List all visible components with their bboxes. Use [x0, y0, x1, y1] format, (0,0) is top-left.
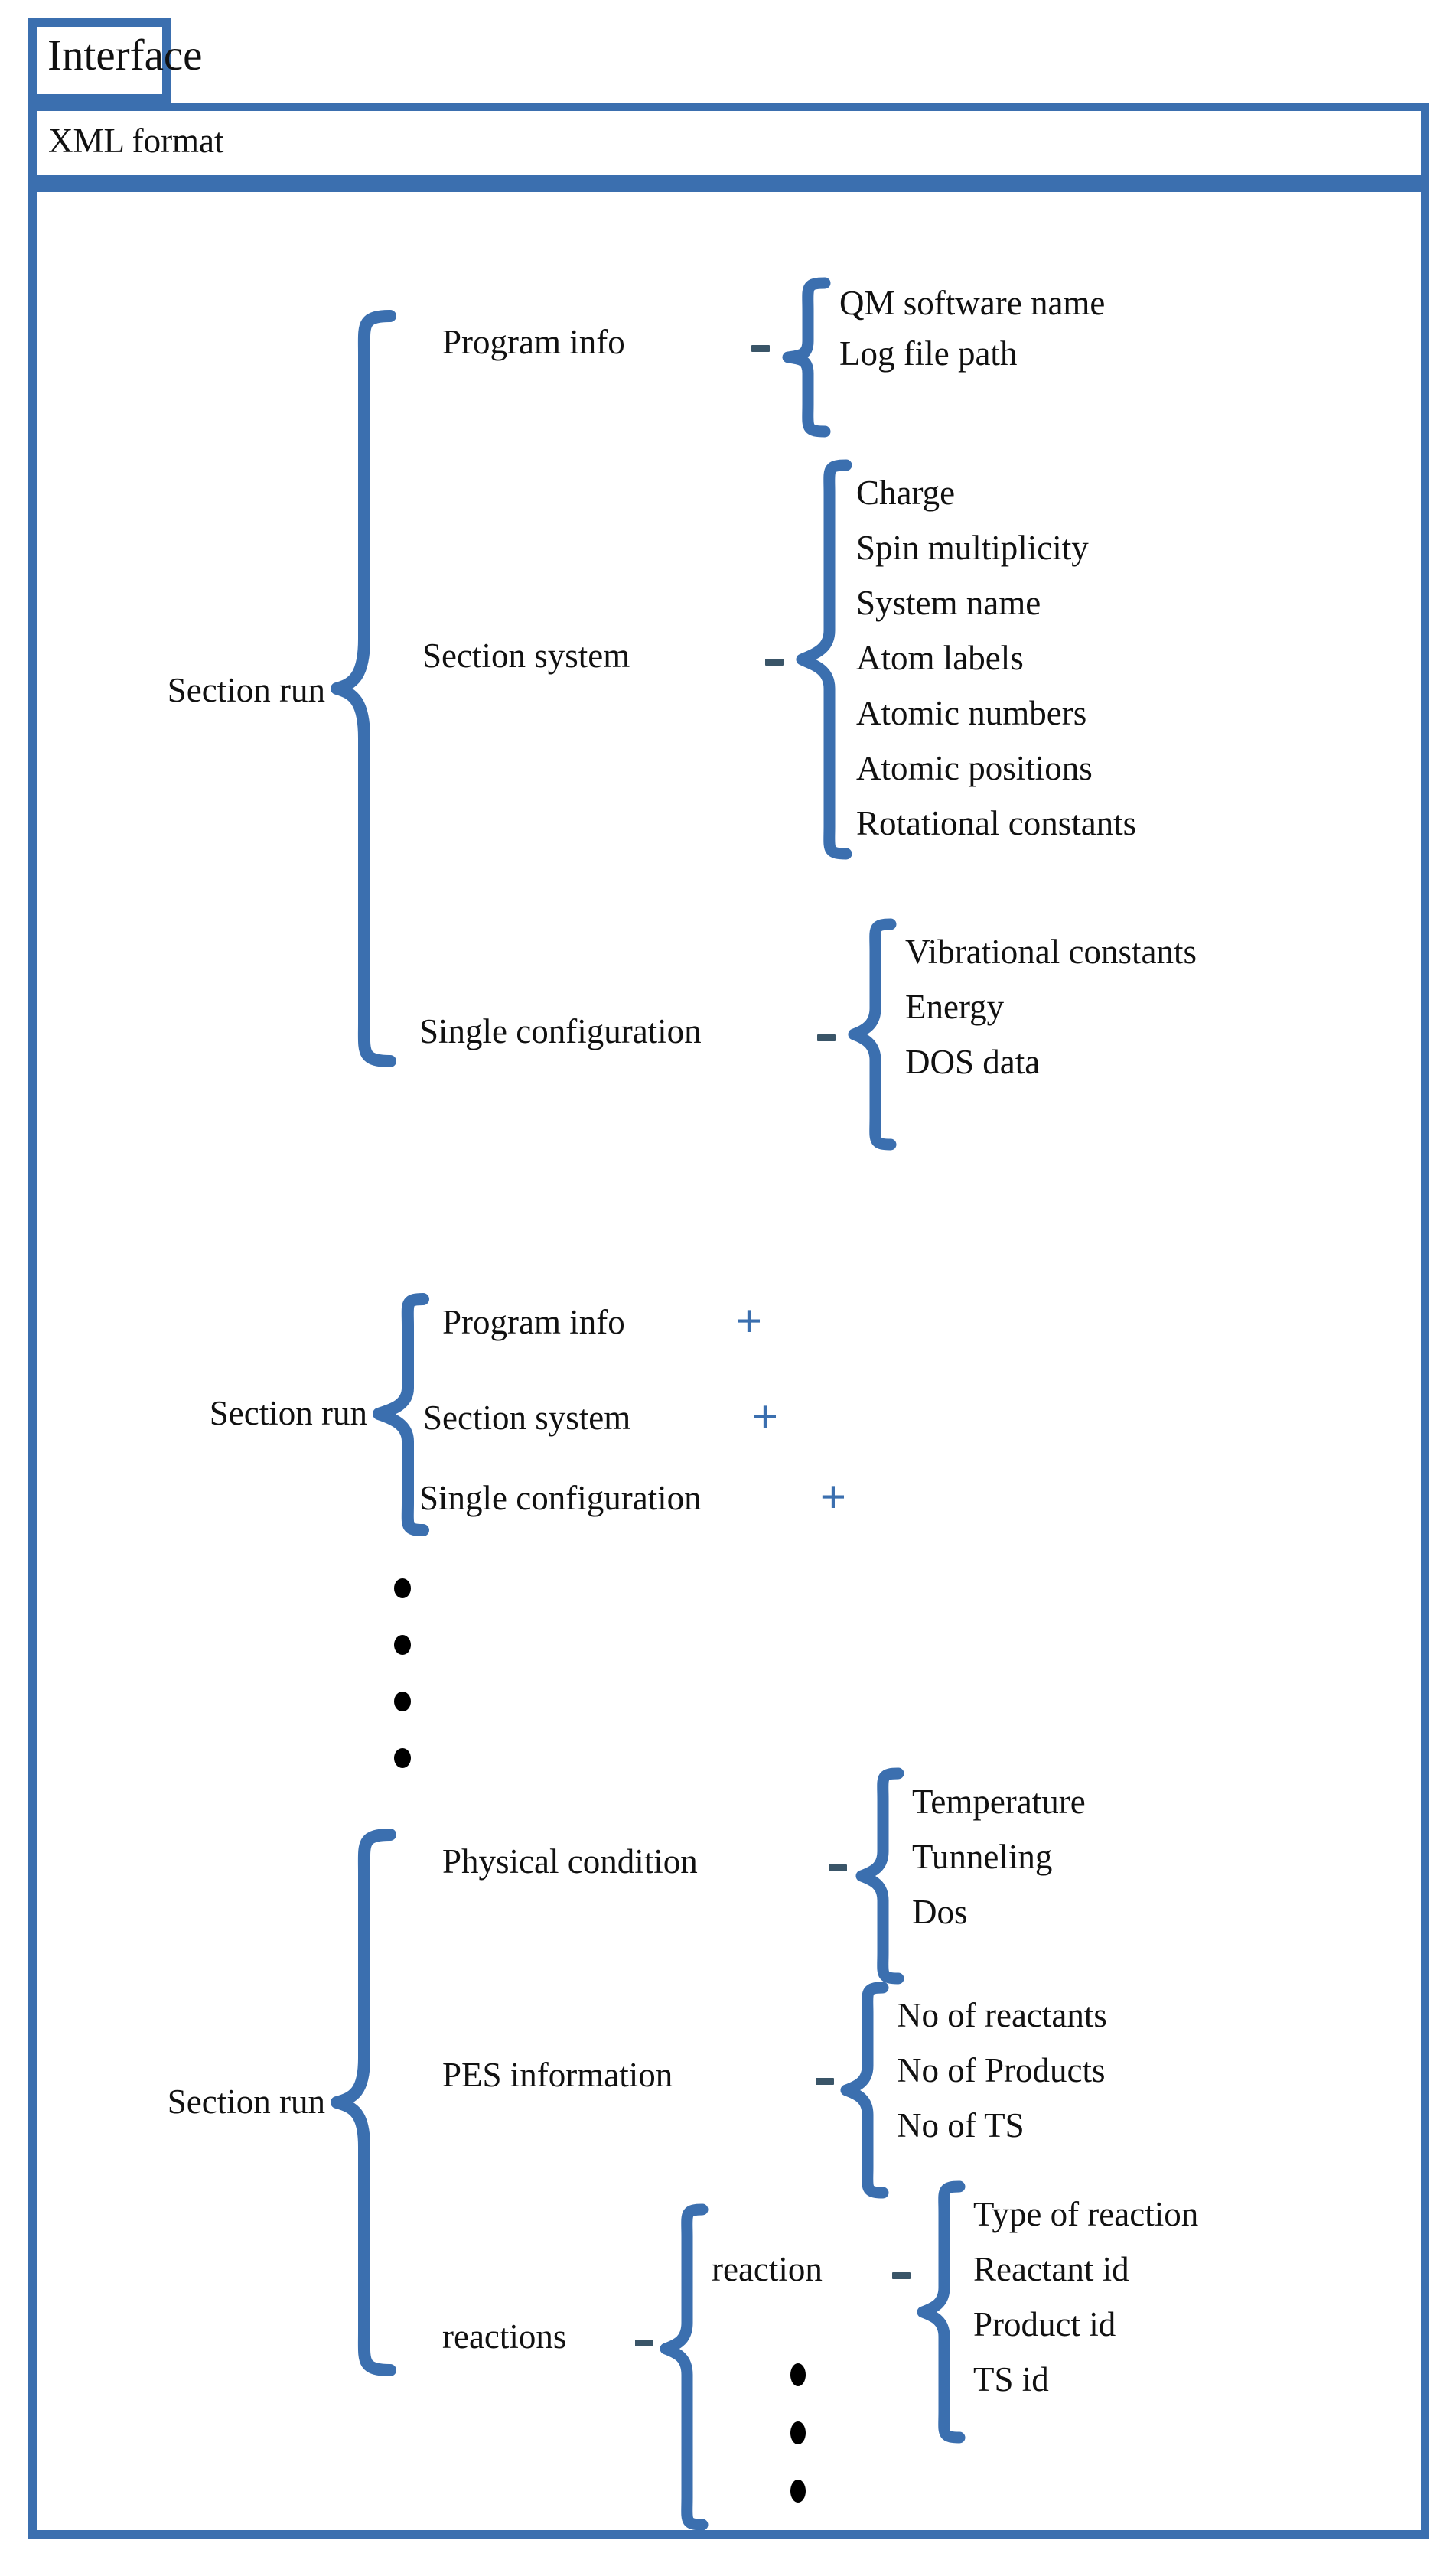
leaf-dos-data: DOS data — [905, 1043, 1041, 1081]
leaf-qm-software-name: QM software name — [839, 284, 1106, 322]
node-program-info-1-label: Program info — [442, 323, 625, 361]
expand-plus-program-info-2[interactable]: + — [736, 1296, 762, 1346]
leaf-reactant-id: Reactant id — [973, 2250, 1129, 2288]
leaf-tunneling: Tunneling — [912, 1838, 1053, 1876]
connector-dash-physical-condition — [829, 1864, 847, 1871]
brace-section-run-3 — [331, 1829, 399, 2387]
leaf-vibrational-constants: Vibrational constants — [905, 933, 1197, 971]
brace-pes-information — [840, 1982, 894, 2203]
connector-dash-reactions — [635, 2340, 653, 2346]
leaf-no-of-ts: No of TS — [897, 2106, 1025, 2144]
ellipsis-dot — [790, 2363, 806, 2386]
leaf-charge: Charge — [856, 474, 956, 512]
connector-dash-program-info-1 — [751, 345, 770, 352]
leaf-atom-labels: Atom labels — [856, 639, 1024, 677]
brace-program-info-1 — [782, 277, 836, 438]
brace-single-configuration-1 — [848, 918, 901, 1155]
node-reactions-label: reactions — [442, 2317, 567, 2356]
brace-reactions — [660, 2203, 713, 2540]
ellipsis-dot — [394, 1635, 411, 1655]
leaf-temperature: Temperature — [912, 1783, 1086, 1821]
leaf-dos: Dos — [912, 1893, 968, 1931]
leaf-no-of-products: No of Products — [897, 2051, 1106, 2089]
main-content-box — [28, 184, 1429, 2539]
node-physical-condition-label: Physical condition — [442, 1842, 698, 1881]
section-run-1-label: Section run — [167, 671, 325, 709]
node-section-system-2-label: Section system — [423, 1399, 631, 1437]
ellipsis-dot — [394, 1748, 411, 1768]
ellipsis-dot — [394, 1578, 411, 1598]
node-single-configuration-1-label: Single configuration — [419, 1012, 702, 1050]
expand-plus-section-system-2[interactable]: + — [752, 1392, 778, 1441]
node-reaction-label: reaction — [712, 2250, 823, 2288]
format-band-box — [28, 103, 1429, 184]
brace-reaction — [917, 2180, 970, 2456]
leaf-atomic-positions: Atomic positions — [856, 749, 1093, 787]
brace-section-run-1 — [331, 310, 399, 1067]
leaf-log-file-path: Log file path — [839, 334, 1018, 373]
leaf-type-of-reaction: Type of reaction — [973, 2195, 1199, 2233]
node-single-configuration-2-label: Single configuration — [419, 1479, 702, 1517]
connector-dash-section-system-1 — [765, 659, 784, 666]
interface-tab-box — [28, 18, 171, 103]
brace-section-system-1 — [796, 459, 857, 865]
leaf-atomic-numbers: Atomic numbers — [856, 694, 1087, 732]
leaf-no-of-reactants: No of reactants — [897, 1996, 1107, 2034]
connector-dash-pes-information — [816, 2078, 834, 2085]
node-section-system-1-label: Section system — [422, 637, 630, 675]
format-band-label: XML format — [48, 122, 224, 160]
ellipsis-dot — [394, 1692, 411, 1711]
leaf-product-id: Product id — [973, 2305, 1116, 2343]
leaf-spin-multiplicity: Spin multiplicity — [856, 529, 1089, 567]
section-run-3-label: Section run — [167, 2083, 325, 2121]
ellipsis-dot — [790, 2421, 806, 2444]
leaf-rotational-constants: Rotational constants — [856, 804, 1137, 842]
node-pes-information-label: PES information — [442, 2056, 673, 2094]
brace-physical-condition — [855, 1767, 909, 1989]
brace-section-run-2 — [373, 1293, 434, 1545]
page-title: Interface — [47, 31, 203, 80]
ellipsis-dot — [790, 2480, 806, 2503]
connector-dash-single-configuration-1 — [817, 1034, 836, 1041]
node-program-info-2-label: Program info — [442, 1303, 625, 1341]
expand-plus-single-configuration-2[interactable]: + — [820, 1472, 846, 1522]
leaf-ts-id: TS id — [973, 2360, 1049, 2399]
leaf-energy: Energy — [905, 988, 1005, 1026]
section-run-2-label: Section run — [209, 1394, 367, 1432]
connector-dash-reaction — [892, 2272, 911, 2279]
leaf-system-name: System name — [856, 584, 1041, 622]
